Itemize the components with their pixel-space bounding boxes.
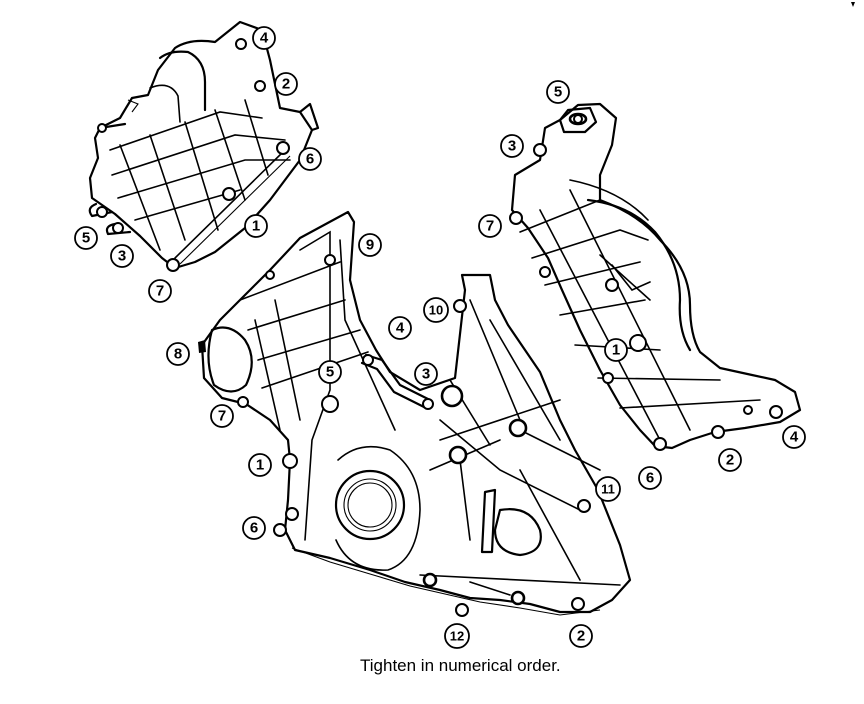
callout-fc-12: 12 [444, 623, 470, 649]
callout-ul-7: 7 [148, 279, 172, 303]
svg-text:4: 4 [396, 320, 405, 337]
svg-text:1: 1 [252, 218, 260, 235]
svg-text:3: 3 [118, 248, 126, 265]
callout-fc-5: 5 [318, 360, 342, 384]
callout-rc-6: 6 [638, 466, 662, 490]
callout-rc-7: 7 [478, 214, 502, 238]
svg-text:11: 11 [601, 482, 615, 497]
callout-fc-7: 7 [210, 404, 234, 428]
callout-ul-5: 5 [74, 226, 98, 250]
callout-fc-3: 3 [414, 362, 438, 386]
callout-rc-4: 4 [782, 425, 806, 449]
callout-ul-6: 6 [298, 147, 322, 171]
callouts-front-cover: 9 10 4 8 5 3 7 1 6 11 12 2 [166, 233, 621, 649]
callout-rc-2: 2 [718, 448, 742, 472]
svg-text:3: 3 [422, 366, 430, 383]
svg-text:2: 2 [577, 628, 585, 645]
callout-ul-1: 1 [244, 214, 268, 238]
callout-fc-1: 1 [248, 453, 272, 477]
callout-fc-2: 2 [569, 624, 593, 648]
svg-text:7: 7 [156, 283, 164, 300]
svg-text:5: 5 [554, 84, 562, 101]
svg-text:5: 5 [82, 230, 90, 247]
callout-rc-1: 1 [604, 338, 628, 362]
callout-rc-5: 5 [546, 80, 570, 104]
callout-fc-6: 6 [242, 516, 266, 540]
svg-text:9: 9 [366, 237, 374, 254]
callout-fc-4: 4 [388, 316, 412, 340]
svg-text:7: 7 [486, 218, 494, 235]
svg-text:3: 3 [508, 138, 516, 155]
right-cover [509, 102, 802, 451]
front-cover [198, 210, 632, 617]
svg-text:5: 5 [326, 364, 334, 381]
svg-text:4: 4 [790, 429, 799, 446]
callout-fc-11: 11 [595, 476, 621, 502]
callout-fc-9: 9 [358, 233, 382, 257]
callouts-right-cover: 5 3 7 1 6 2 4 [478, 80, 806, 490]
svg-text:2: 2 [282, 76, 290, 93]
caption: Tighten in numerical order. [360, 656, 561, 675]
callout-fc-8: 8 [166, 342, 190, 366]
svg-text:6: 6 [306, 151, 314, 168]
corner-mark [851, 2, 855, 7]
upper-left-cover [88, 20, 320, 272]
svg-text:12: 12 [450, 629, 464, 644]
svg-text:6: 6 [646, 470, 654, 487]
svg-text:10: 10 [429, 303, 443, 318]
callout-fc-10: 10 [423, 297, 449, 323]
svg-text:8: 8 [174, 346, 182, 363]
svg-text:1: 1 [612, 342, 620, 359]
callout-ul-4: 4 [252, 26, 276, 50]
svg-text:4: 4 [260, 30, 269, 47]
callout-ul-3: 3 [110, 244, 134, 268]
svg-text:7: 7 [218, 408, 226, 425]
callouts-upper-left-cover: 4 2 6 1 5 3 7 [74, 26, 322, 303]
svg-text:2: 2 [726, 452, 734, 469]
callout-ul-2: 2 [274, 72, 298, 96]
svg-text:1: 1 [256, 457, 264, 474]
callout-rc-3: 3 [500, 134, 524, 158]
svg-text:6: 6 [250, 520, 258, 537]
